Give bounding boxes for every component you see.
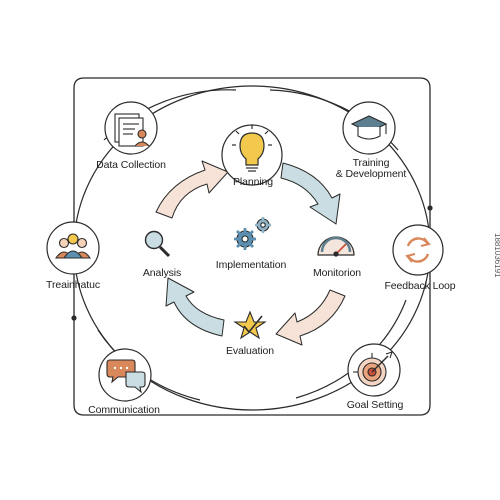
star-check-icon <box>233 310 267 340</box>
graduation-cap-icon <box>350 115 388 140</box>
arrow-planning-to-monitoring <box>280 162 341 225</box>
arrow-analysis-to-planning <box>155 160 229 219</box>
analysis-label: Analysis <box>142 267 182 279</box>
frame-dots <box>71 205 433 321</box>
training-label: Training & Development <box>336 158 407 180</box>
implementation-label: Implementation <box>215 259 287 271</box>
feedback-loop-icon <box>405 237 431 263</box>
evaluation-label: Evaluation <box>225 345 275 357</box>
training-label-line2: & Development <box>335 168 407 180</box>
watermark-id: 1881036191 <box>493 232 500 278</box>
goal-setting-label: Goal Setting <box>346 399 404 411</box>
outer-frame <box>73 77 431 416</box>
arrow-monitoring-to-evaluation <box>275 289 346 346</box>
communication-label: Communication <box>88 404 160 416</box>
gears-icon <box>234 217 271 250</box>
chat-bubbles-icon <box>106 359 146 394</box>
data-collection-icon <box>114 113 150 147</box>
magnifier-icon <box>144 230 171 258</box>
team-label: Treainhatuc <box>46 279 100 291</box>
arrow-evaluation-to-analysis <box>165 277 225 337</box>
feedback-loop-label: Feedback Loop <box>384 280 456 292</box>
target-icon <box>353 351 393 387</box>
training-label-line1: Training <box>352 157 390 169</box>
data-collection-label: Data Collection <box>96 159 166 171</box>
team-icon <box>54 233 92 259</box>
monitoring-label: Monitorion <box>312 267 362 279</box>
gauge-icon <box>317 236 355 257</box>
planning-label: Planning <box>232 176 274 188</box>
lightbulb-icon <box>232 125 272 172</box>
